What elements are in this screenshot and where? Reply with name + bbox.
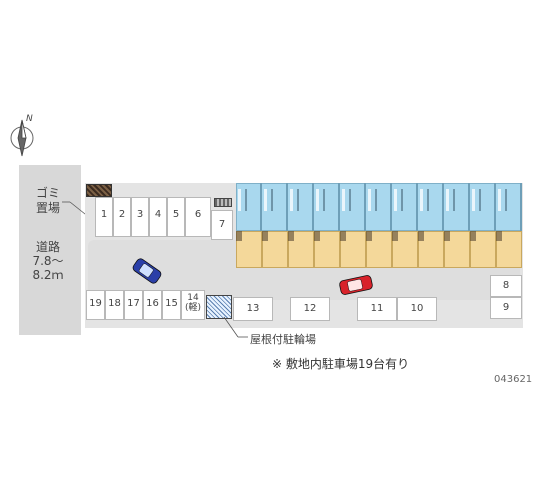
building-entrances	[236, 231, 522, 241]
garbage-box	[86, 184, 112, 197]
stall-11: 11	[357, 297, 397, 321]
building	[236, 183, 522, 268]
stall-3: 3	[131, 197, 149, 237]
garbage-label: ゴミ 置場	[35, 186, 60, 215]
road	[19, 165, 81, 335]
compass-label: N	[26, 114, 33, 124]
parking-note: ※ 敷地内駐車場19台有り	[272, 357, 410, 371]
stall-9: 9	[490, 297, 522, 319]
compass: N	[2, 112, 46, 162]
compass-icon	[10, 119, 34, 157]
stall-18: 18	[105, 290, 124, 320]
stall-15: 15	[162, 290, 181, 320]
stall-6: 6	[185, 197, 211, 237]
image-code: 043621	[494, 374, 533, 385]
stall-1: 1	[95, 197, 113, 237]
stall-2: 2	[113, 197, 131, 237]
stall-4: 4	[149, 197, 167, 237]
car-blue-icon	[132, 258, 162, 284]
stall-7: 7	[211, 210, 233, 240]
bicycle-leader-line	[223, 316, 248, 338]
stall-17: 17	[124, 290, 143, 320]
stall-14-kei: 14 (軽)	[181, 290, 205, 320]
stall-10: 10	[397, 297, 437, 321]
stall-16: 16	[143, 290, 162, 320]
bicycle-roof-label: 屋根付駐輪場	[250, 333, 316, 346]
stall-8: 8	[490, 275, 522, 297]
stall-13: 13	[233, 297, 273, 321]
car-red-icon	[339, 275, 373, 295]
building-stairs	[238, 189, 520, 211]
bicycle-parking	[206, 295, 232, 319]
road-label: 道路 7.8～ 8.2ｍ	[32, 240, 64, 282]
stall-5: 5	[167, 197, 185, 237]
stall-19: 19	[86, 290, 105, 320]
stall-12: 12	[290, 297, 330, 321]
meter-box	[214, 198, 232, 207]
